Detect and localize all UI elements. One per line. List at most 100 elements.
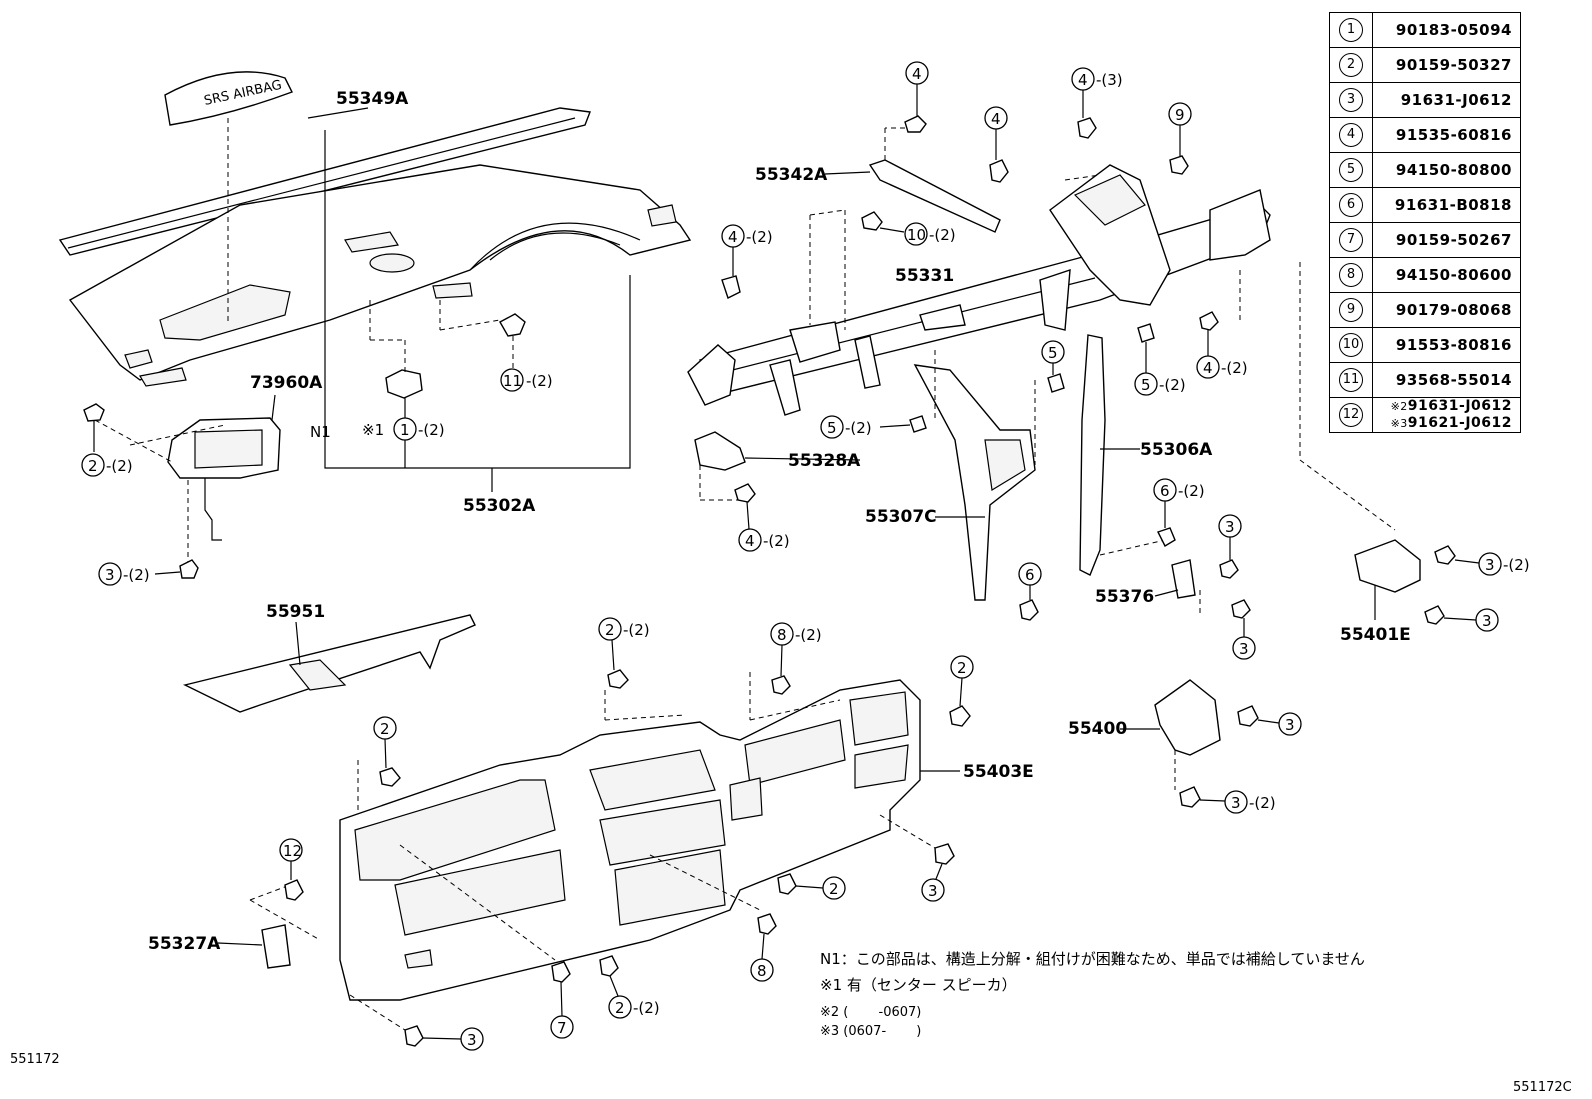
callout-2-right: 2	[950, 655, 974, 707]
callout-4-top: 4	[905, 61, 929, 116]
label-55342A: 55342A	[755, 165, 828, 185]
bolt-2-left	[83, 403, 105, 452]
svg-text:-(2): -(2)	[1503, 556, 1530, 574]
instrument-panel-lower-55403E	[339, 679, 921, 1001]
parts-table-body: 1 90183-05094 2 90159-50327 3 91631-J0612 4 915…	[1329, 12, 1521, 398]
part-number: 94150-80800	[1372, 152, 1521, 188]
callout-number: 11	[1339, 368, 1363, 392]
svg-text:-(2): -(2)	[845, 419, 872, 437]
callout-3-b: 3	[1232, 618, 1256, 660]
callout-3-bottom: 3	[422, 1027, 484, 1051]
svg-text:3: 3	[928, 882, 938, 900]
callout-3-2-left: 3 -(2)	[98, 562, 181, 586]
part-number-12a: 91631-J0612	[1407, 398, 1512, 414]
callout-number: 3	[1339, 88, 1363, 112]
svg-text:-(2): -(2)	[763, 532, 790, 550]
svg-text:9: 9	[1175, 106, 1185, 124]
callout-4-3: 4 -(3)	[1071, 67, 1123, 118]
part-number-12b: 91621-J0612	[1407, 415, 1512, 431]
label-55327A: 55327A	[148, 934, 221, 954]
callout-number: 8	[1339, 263, 1363, 287]
svg-text:-(2): -(2)	[1159, 376, 1186, 394]
callout-5-2-left: 5 -(2)	[820, 415, 911, 439]
callout-6: 6	[1018, 562, 1042, 600]
callout-number: 10	[1339, 333, 1363, 357]
svg-text:2: 2	[829, 880, 839, 898]
bottom-fasteners	[284, 669, 971, 1047]
part-number: 90159-50267	[1372, 222, 1521, 258]
callout-number: 1	[1339, 18, 1363, 42]
parts-row-1: 1 90183-05094	[1329, 12, 1521, 48]
screw-11	[499, 313, 526, 368]
callout-2-2-left: 2 -(2)	[81, 453, 133, 477]
svg-text:4: 4	[745, 532, 755, 550]
notes: N1：この部品は、構造上分解・組付けが困難なため、単品では補給していません ※1…	[820, 950, 1365, 1039]
callout-6-2: 6 -(2)	[1153, 478, 1205, 528]
callout-4-2-bottom: 4 -(2)	[738, 501, 790, 552]
parts-row-3: 3 91631-J0612	[1329, 82, 1521, 118]
svg-text:4: 4	[991, 110, 1001, 128]
svg-text:11: 11	[503, 372, 522, 390]
parts-row-2: 2 90159-50327	[1329, 47, 1521, 83]
parts-row-10: 10 91553-80816	[1329, 327, 1521, 363]
callout-number: 9	[1339, 298, 1363, 322]
svg-text:6: 6	[1160, 482, 1170, 500]
callout-4-mid: 4	[984, 106, 1008, 160]
callout-3-c: 3	[1443, 608, 1499, 632]
instrument-panel-upper	[68, 164, 692, 387]
label-55306A: 55306A	[1140, 440, 1213, 460]
callout-11-2: 11 -(2)	[500, 368, 553, 392]
callout-1-2: 1 -(2)	[393, 398, 445, 441]
label-55328A: 55328A	[788, 451, 861, 471]
label-55401E: 55401E	[1340, 625, 1411, 645]
bracket-55327A	[249, 884, 321, 969]
center-speaker-bracket	[385, 282, 473, 399]
svg-text:-(2): -(2)	[746, 228, 773, 246]
callout-number: 5	[1339, 158, 1363, 182]
brace-55307C	[913, 364, 1036, 601]
callout-8: 8	[750, 933, 774, 982]
svg-text:-(2): -(2)	[106, 457, 133, 475]
part-number: 91553-80816	[1372, 327, 1521, 363]
svg-text:4: 4	[728, 228, 738, 246]
callout-4-2-left: 4 -(2)	[721, 224, 773, 276]
svg-text:-(2): -(2)	[633, 999, 660, 1017]
svg-text:-(2): -(2)	[1221, 359, 1248, 377]
note-line3: ※2 ( -0607)	[820, 1005, 921, 1020]
svg-text:2: 2	[380, 720, 390, 738]
svg-text:-(2): -(2)	[123, 566, 150, 584]
callout-number: 6	[1339, 193, 1363, 217]
callout-5-2-right: 5 -(2)	[1134, 342, 1186, 396]
computer-55401E	[1299, 262, 1421, 593]
label-55302A: 55302A	[463, 496, 536, 516]
svg-text:-(2): -(2)	[1178, 482, 1205, 500]
callout-2-center: 2	[795, 876, 846, 900]
part-number: 90183-05094	[1372, 12, 1521, 48]
callout-number: 7	[1339, 228, 1363, 252]
svg-text:3: 3	[1231, 794, 1241, 812]
label-55400: 55400	[1068, 719, 1127, 739]
part-number: 90159-50327	[1372, 47, 1521, 83]
callout-number: 4	[1339, 123, 1363, 147]
svg-text:3: 3	[1482, 612, 1492, 630]
svg-text:-(2): -(2)	[623, 621, 650, 639]
label-73960A: 73960A	[250, 373, 323, 393]
svg-text:3: 3	[1225, 518, 1235, 536]
note-line1: N1：この部品は、構造上分解・組付けが困難なため、単品では補給していません	[820, 950, 1365, 968]
part-number: 91631-J0612	[1372, 82, 1521, 118]
note-line4: ※3 (0607- )	[820, 1024, 921, 1039]
svg-text:5: 5	[1141, 376, 1151, 394]
callout-5: 5	[1041, 340, 1065, 375]
callout-3-d: 3	[1257, 712, 1302, 736]
callout-3-2-right: 3 -(2)	[1454, 552, 1530, 576]
callout-4-2-right: 4 -(2)	[1196, 330, 1248, 379]
parts-row-12: 12 ※291631-J0612 ※391621-J0612	[1329, 397, 1521, 433]
brace-55306A	[1079, 334, 1106, 576]
duct-55342A	[868, 159, 1001, 233]
part-number: 91535-60816	[1372, 117, 1521, 153]
parts-row-7: 7 90159-50267	[1329, 222, 1521, 258]
callout-number: 2	[1339, 53, 1363, 77]
label-n1: N1	[310, 423, 331, 441]
